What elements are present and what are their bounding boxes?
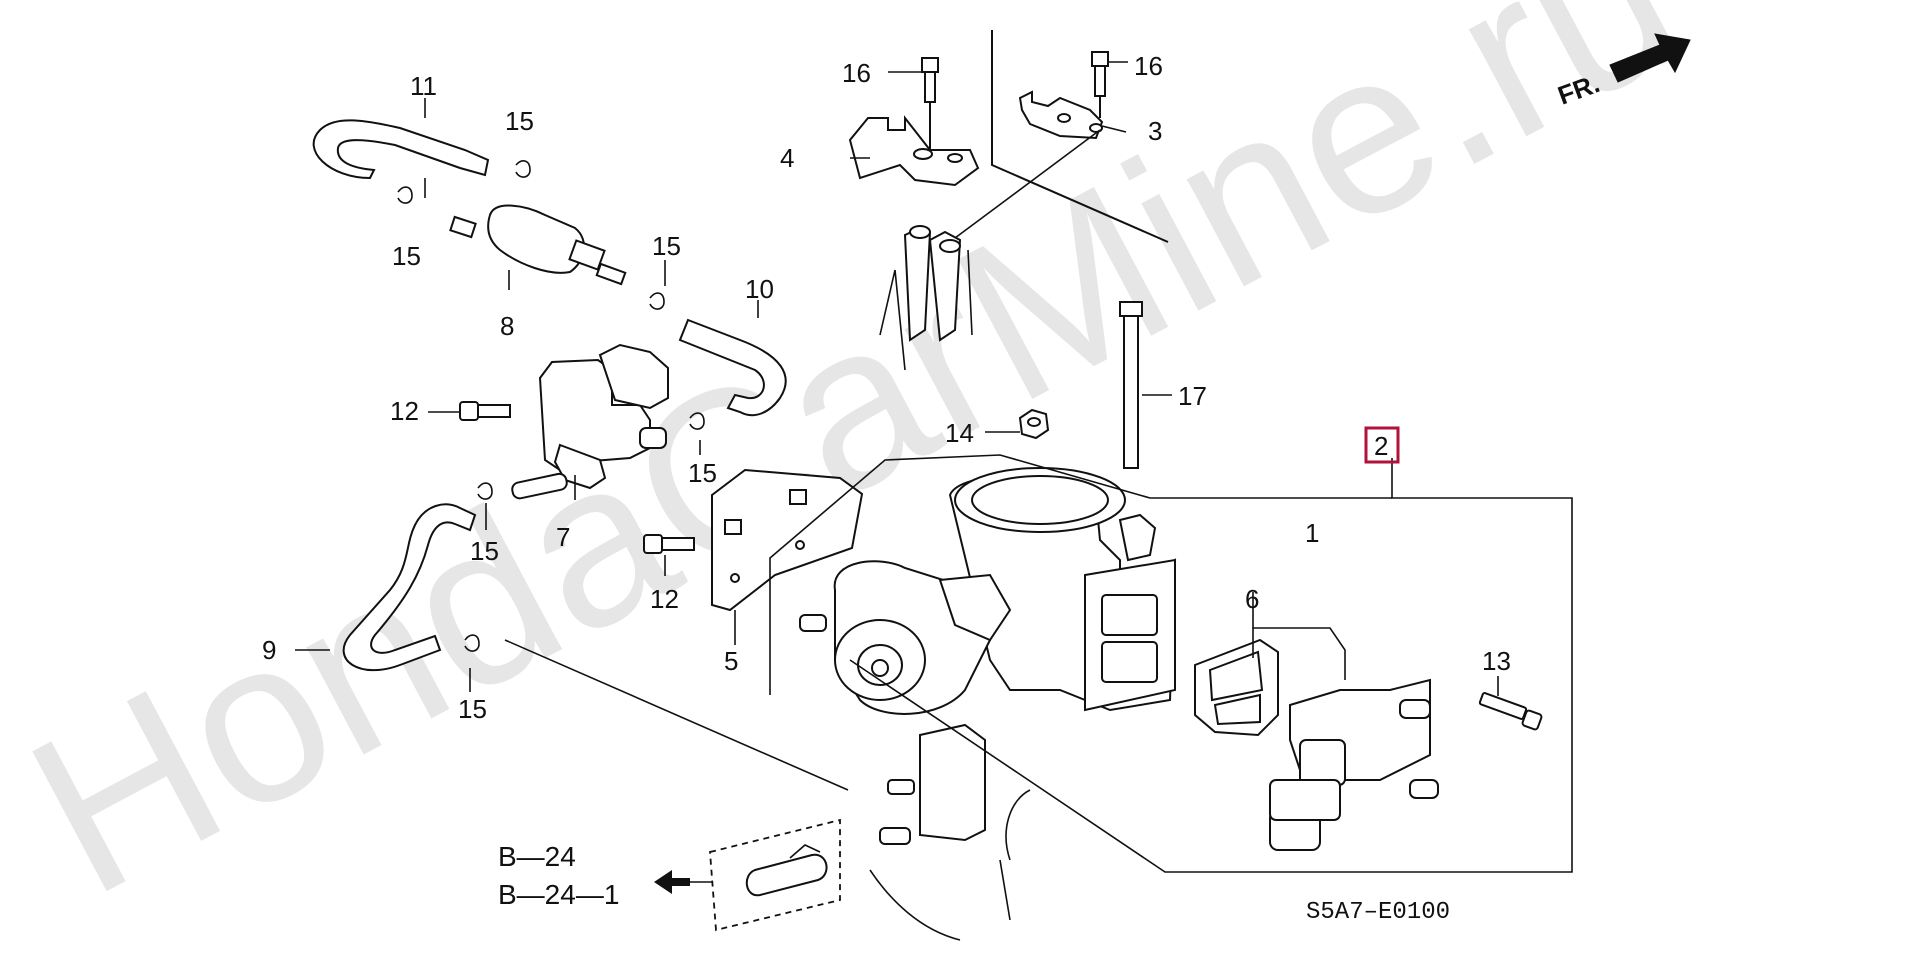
bolt-16-left <box>921 57 939 150</box>
callout-9: 9 <box>262 635 276 665</box>
callout-13: 13 <box>1482 646 1511 676</box>
callout-15-bottom: 15 <box>458 694 487 724</box>
callout-2-highlight[interactable]: 2 <box>1364 426 1400 464</box>
hose-clamps-part-15 <box>397 160 705 652</box>
callout-12-upper: 12 <box>390 396 419 426</box>
callout-5: 5 <box>724 646 738 676</box>
intake-manifold-flange <box>869 723 1031 941</box>
callout-11: 11 <box>410 71 437 101</box>
b24-connector-hose <box>709 818 841 932</box>
reference-b24-1-label: B—24—1 <box>498 879 619 910</box>
hose-part-10 <box>678 318 787 417</box>
bolt-part-13 <box>1478 692 1543 731</box>
filter-part-8 <box>449 204 627 286</box>
callout-1: 1 <box>1305 518 1319 548</box>
bolt-12-upper <box>459 401 511 421</box>
bracket-part-5 <box>711 468 864 612</box>
callout-15-mid: 15 <box>652 231 681 261</box>
solenoid-valve-part-7 <box>511 343 669 500</box>
hose-part-9 <box>342 503 477 672</box>
bolt-part-17 <box>1119 301 1143 469</box>
reference-arrow-icon <box>654 870 690 894</box>
callout-7: 7 <box>556 522 570 552</box>
gasket-part-6 <box>1194 638 1279 737</box>
diagram-code: S5A7–E0100 <box>1306 899 1450 926</box>
callout-6: 6 <box>1245 584 1259 614</box>
engine-mount-wall <box>991 30 1169 243</box>
callout-8: 8 <box>500 311 514 341</box>
callout-16-right: 16 <box>1134 51 1163 81</box>
kit-outline-part-2 <box>769 454 1573 873</box>
callout-17: 17 <box>1178 381 1207 411</box>
callout-15-right: 15 <box>688 458 717 488</box>
reference-b24[interactable]: B—24 B—24—1 <box>498 841 712 910</box>
bolt-12-lower <box>643 534 695 554</box>
hose-part-11 <box>312 119 490 180</box>
callout-4: 4 <box>780 143 794 173</box>
callout-15-left: 15 <box>392 241 421 271</box>
bolt-16-right <box>1091 51 1109 118</box>
callout-14: 14 <box>945 418 974 448</box>
callout-2: 2 <box>1374 431 1388 461</box>
callout-15-top: 15 <box>505 106 534 136</box>
callout-3: 3 <box>1148 116 1162 146</box>
nut-part-14 <box>1018 408 1050 440</box>
leader-lines <box>295 61 1499 791</box>
throttle-body-part-2 <box>799 467 1177 715</box>
callout-16-left: 16 <box>842 58 871 88</box>
callout-12-lower: 12 <box>650 584 679 614</box>
bracket-part-3 <box>1018 90 1104 140</box>
callout-10: 10 <box>745 274 774 304</box>
mounting-posts <box>879 225 973 371</box>
bracket-part-4 <box>848 115 980 187</box>
callout-15-lower: 15 <box>470 536 499 566</box>
iac-valve-part-1 <box>1269 678 1439 851</box>
reference-b24-label: B—24 <box>498 841 576 872</box>
